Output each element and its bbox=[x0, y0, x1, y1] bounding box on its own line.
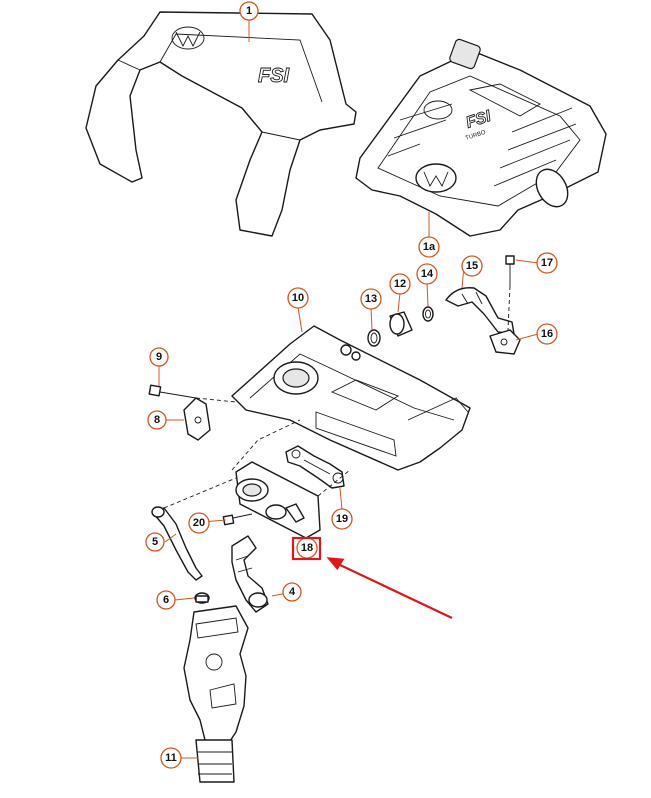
callout-14: 14 bbox=[416, 263, 438, 285]
svg-text:15: 15 bbox=[466, 260, 478, 272]
breather-hose-part-15 bbox=[445, 287, 515, 335]
cylinder-head-cover-part-10 bbox=[231, 325, 471, 471]
svg-text:12: 12 bbox=[394, 278, 406, 290]
oil-filter-housing-part-11 bbox=[183, 605, 249, 783]
svg-text:1a: 1a bbox=[423, 241, 436, 253]
callout-9: 9 bbox=[149, 347, 169, 367]
screw-part-20 bbox=[222, 513, 253, 526]
hose-part-5 bbox=[151, 506, 203, 581]
highlight-box bbox=[291, 536, 322, 561]
svg-text:10: 10 bbox=[292, 292, 304, 304]
callout-1: 1 bbox=[239, 1, 259, 21]
o-ring-part-14 bbox=[422, 306, 434, 322]
callout-1a: 1a bbox=[418, 236, 440, 258]
callout-13: 13 bbox=[360, 288, 382, 310]
svg-text:1: 1 bbox=[246, 5, 252, 17]
assembly-lines-18 bbox=[231, 419, 351, 497]
callout-19: 19 bbox=[331, 508, 353, 530]
bracket-part-16 bbox=[489, 329, 521, 355]
callout-4: 4 bbox=[282, 582, 302, 602]
svg-text:20: 20 bbox=[193, 517, 205, 529]
callout-20: 20 bbox=[188, 512, 210, 534]
bolt-part-17 bbox=[505, 255, 515, 331]
svg-text:18: 18 bbox=[301, 542, 313, 554]
assembly-line-5 bbox=[163, 477, 237, 509]
callout-8: 8 bbox=[147, 410, 167, 430]
callout-18: 18 bbox=[291, 536, 322, 561]
svg-text:16: 16 bbox=[541, 328, 553, 340]
callout-10: 10 bbox=[287, 287, 309, 309]
callout-11: 11 bbox=[160, 747, 182, 769]
engine-cover-part-1a: FSI TURBO bbox=[355, 38, 607, 237]
callout-17: 17 bbox=[536, 252, 558, 274]
o-ring-part-13 bbox=[367, 329, 381, 347]
svg-text:8: 8 bbox=[154, 414, 160, 426]
svg-text:17: 17 bbox=[541, 257, 553, 269]
svg-text:11: 11 bbox=[165, 752, 177, 764]
svg-text:5: 5 bbox=[152, 536, 158, 548]
bolt-part-9 bbox=[148, 384, 197, 399]
clip-part-6 bbox=[194, 592, 210, 604]
oil-separator-part-18 bbox=[235, 461, 321, 539]
hose-part-4 bbox=[231, 535, 269, 613]
svg-text:14: 14 bbox=[421, 268, 434, 280]
svg-text:19: 19 bbox=[336, 513, 348, 525]
callout-16: 16 bbox=[536, 323, 558, 345]
bracket-part-8 bbox=[183, 397, 211, 441]
callout-15: 15 bbox=[461, 255, 483, 277]
callout-12: 12 bbox=[389, 273, 411, 295]
svg-text:9: 9 bbox=[156, 351, 162, 363]
callout-5: 5 bbox=[145, 532, 165, 552]
cover-1-brand-text: FSI bbox=[258, 65, 290, 87]
pointer-arrow bbox=[326, 557, 453, 619]
gasket-part-19 bbox=[285, 445, 345, 489]
svg-text:6: 6 bbox=[163, 594, 169, 606]
connector-part-12 bbox=[389, 311, 413, 337]
svg-text:4: 4 bbox=[289, 586, 296, 598]
svg-text:13: 13 bbox=[365, 293, 377, 305]
callout-6: 6 bbox=[156, 590, 176, 610]
engine-cover-part-1: FSI bbox=[85, 11, 357, 237]
